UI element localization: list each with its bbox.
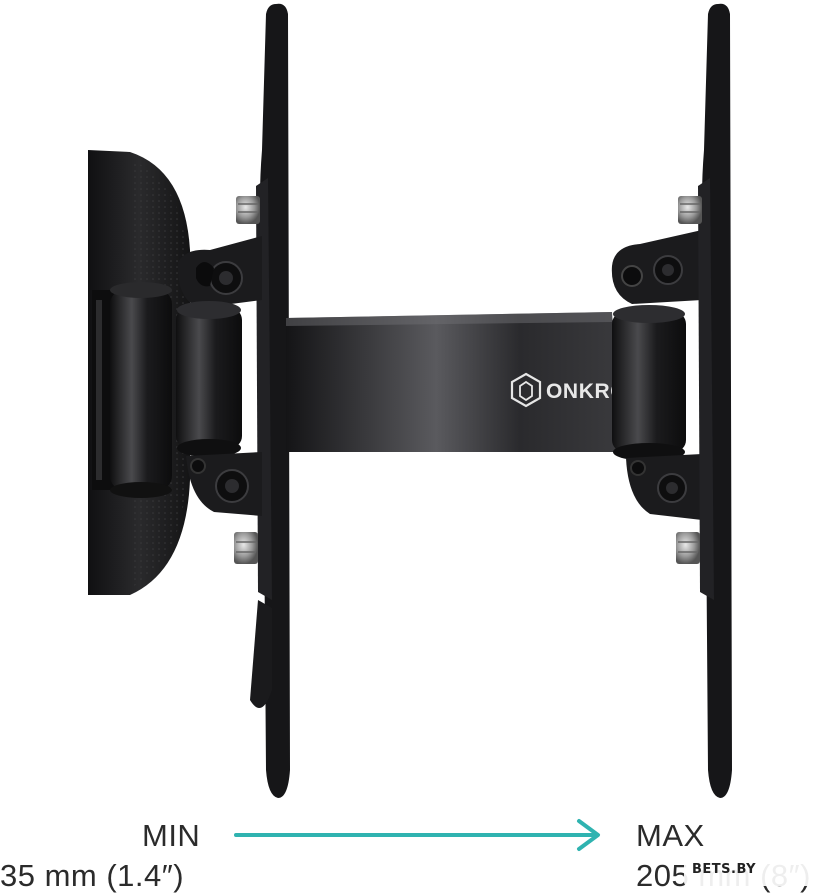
max-title: MAX — [636, 818, 705, 853]
left-lower-bolt-icon — [234, 532, 258, 564]
tv-wall-mount-photo: ONKRON — [88, 3, 732, 798]
right-swivel-joint — [612, 305, 686, 461]
extension-arm — [286, 312, 620, 452]
right-upper-bolt-icon — [678, 196, 702, 224]
left-swivel-joint — [176, 301, 242, 457]
right-lower-bracket — [626, 454, 702, 520]
wall-hinge — [110, 282, 172, 498]
right-lower-bolt-icon — [676, 532, 700, 564]
onkron-cube-logo-icon — [510, 372, 542, 408]
watermark-badge: BETS.BY — [684, 856, 819, 886]
watermark-text: BETS.BY — [692, 862, 757, 877]
left-upper-bracket — [177, 236, 262, 308]
left-upper-bolt-icon — [236, 196, 260, 224]
right-upper-bracket — [611, 230, 702, 304]
min-value: 35 mm (1.4″) — [0, 858, 185, 893]
right-vesa-plate — [698, 3, 732, 798]
left-lower-bracket — [186, 452, 262, 516]
left-vesa-plate — [250, 3, 290, 798]
min-title: MIN — [142, 818, 201, 853]
range-arrow-icon — [234, 819, 600, 851]
